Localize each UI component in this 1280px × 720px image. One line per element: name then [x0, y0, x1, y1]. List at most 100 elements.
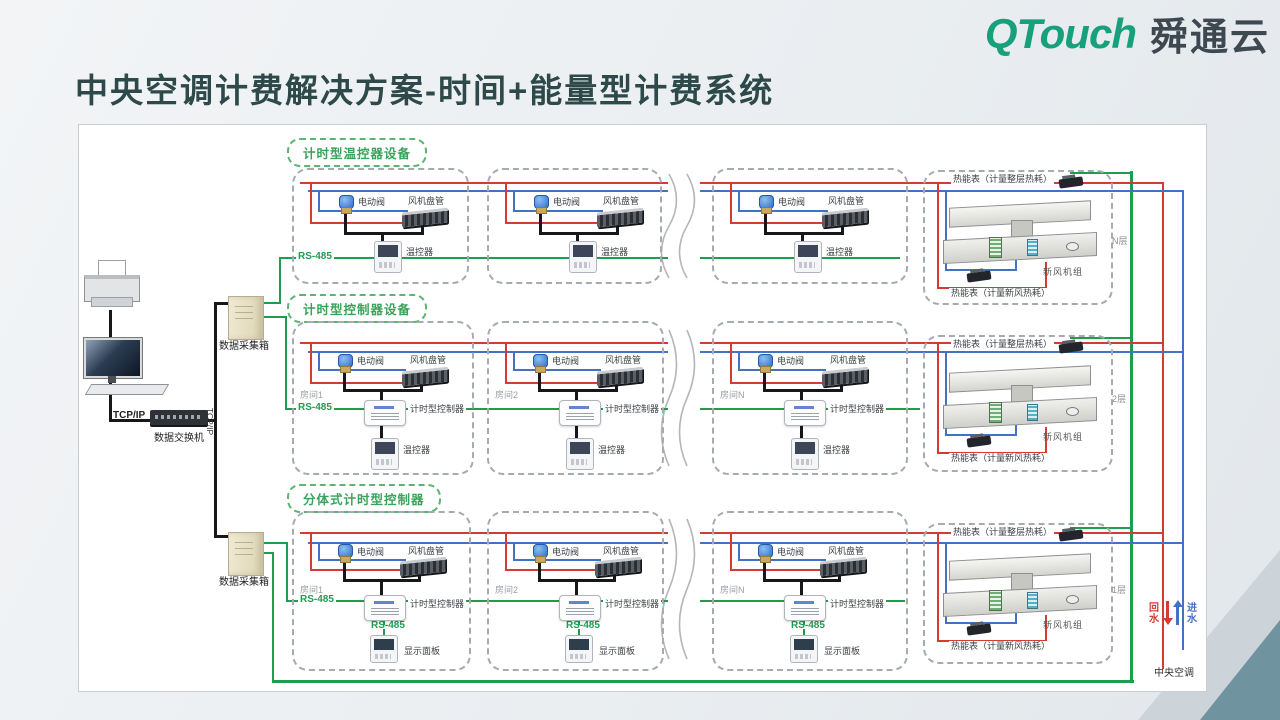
- coil-grille: [1027, 239, 1038, 256]
- network-cable: [214, 535, 231, 538]
- logo-cn: 舜通云: [1149, 17, 1270, 59]
- wire: [763, 389, 843, 392]
- wire: [575, 581, 578, 597]
- pipe: [1045, 262, 1047, 289]
- room-unit: 电动阀 风机盘管 温控器: [292, 168, 469, 284]
- rs485-riser: [1130, 171, 1133, 682]
- floor-name: 1层: [1112, 585, 1127, 595]
- fan: [1066, 595, 1079, 604]
- pipe-blue: [700, 351, 1183, 353]
- room-unit: 电动阀 风机盘管 温控器: [487, 168, 662, 284]
- supply-arrow-shaft: [1176, 606, 1179, 625]
- wire: [538, 579, 616, 582]
- rs485-label: RS-485: [298, 594, 336, 605]
- rs485-label: RS-485: [789, 620, 827, 631]
- return-arrow-shaft: [1166, 601, 1169, 619]
- coil-grille: [989, 237, 1002, 258]
- pipe: [945, 353, 947, 434]
- display-panel-icon: [565, 635, 593, 663]
- pipe: [310, 569, 406, 571]
- rs485-bus: [280, 257, 668, 259]
- wire: [763, 561, 766, 581]
- fan-coil-label: 风机盘管: [410, 355, 447, 365]
- wire: [380, 424, 383, 439]
- floor-name: 2层: [1112, 394, 1127, 404]
- valve-label: 电动阀: [777, 547, 805, 557]
- wire: [800, 581, 803, 597]
- heat-meter-fresh-label: 热能表（计量新风热耗）: [949, 288, 1053, 299]
- monitor-stand: [108, 376, 116, 383]
- fan: [1066, 242, 1079, 251]
- pipe: [513, 192, 515, 212]
- wire: [616, 223, 619, 234]
- wire: [343, 561, 346, 581]
- room-unit: 电动阀 风机盘管 房间1 计时型控制器 温控器: [292, 321, 474, 475]
- wire: [344, 213, 347, 234]
- coil-grille: [989, 402, 1002, 423]
- thermostat-label: 温控器: [406, 247, 434, 257]
- pipe: [945, 544, 947, 622]
- rs485-stub: [262, 552, 273, 554]
- room-label: 房间N: [720, 585, 745, 595]
- rs485-label: RS-485: [296, 251, 334, 262]
- wire: [576, 234, 579, 243]
- rs485-bottom-bus: [272, 680, 1134, 683]
- wire: [344, 232, 424, 235]
- thermostat-label: 温控器: [598, 445, 626, 455]
- pipe: [505, 344, 507, 384]
- valve-label: 电动阀: [357, 547, 385, 557]
- pipe: [937, 534, 939, 642]
- pipe: [730, 344, 732, 384]
- fan: [1066, 407, 1079, 416]
- rs485-stub: [262, 542, 287, 544]
- section-label-controller-devices: 计时型控制器设备: [287, 294, 428, 323]
- rs485-vert: [286, 542, 288, 602]
- data-collector-box-icon: [228, 532, 264, 576]
- pipe: [310, 382, 408, 384]
- data-collector-label: 数据采集箱: [219, 577, 269, 588]
- rs485-drop: [578, 619, 580, 635]
- wire: [840, 382, 843, 391]
- pipe-red: [300, 342, 668, 344]
- pipe-blue: [700, 190, 1183, 192]
- pipe: [730, 382, 828, 384]
- supply-arrow-head: [1173, 600, 1183, 607]
- timing-controller-icon: [559, 400, 601, 426]
- fan-coil-label: 风机盘管: [408, 196, 445, 206]
- pipe: [1015, 613, 1017, 624]
- controller-label: 计时型控制器: [603, 599, 662, 610]
- electric-valve-icon: [534, 195, 549, 214]
- page-title: 中央空调计费解决方案-时间+能量型计费系统: [75, 72, 775, 109]
- central-ac-label: 中央空调: [1154, 668, 1194, 679]
- floor-unit: 热能表（计量整层热耗） 新风机组 热能表（计量新风热耗）: [923, 170, 1113, 305]
- fan-coil-icon: [402, 207, 448, 228]
- pipe: [505, 534, 507, 571]
- wire: [801, 234, 804, 243]
- timing-controller-icon: [784, 400, 826, 426]
- network-switch-icon: [150, 410, 208, 425]
- timing-controller-icon: [559, 595, 601, 621]
- heat-meter-icon: [966, 623, 992, 636]
- rs485-drop: [803, 619, 805, 635]
- data-collector-box-icon: [228, 296, 264, 340]
- pipe-blue: [700, 542, 1183, 544]
- floor-unit: 热能表（计量整层热耗） 新风机组 热能表（计量新风热耗）: [923, 335, 1113, 472]
- pipe: [738, 192, 740, 212]
- rs485-stub: [262, 302, 281, 304]
- return-water-label: 回水: [1149, 603, 1159, 625]
- valve-label: 电动阀: [777, 356, 805, 366]
- fan-coil-label: 风机盘管: [828, 196, 865, 206]
- fan-coil-icon: [597, 207, 643, 228]
- heat-meter-fresh-label: 热能表（计量新风热耗）: [949, 453, 1053, 464]
- network-cable: [109, 419, 152, 422]
- fan-coil-icon: [822, 207, 868, 228]
- fresh-air-unit-label: 新风机组: [1043, 267, 1084, 277]
- wire: [343, 579, 421, 582]
- pipe: [505, 184, 507, 224]
- rs485-vert: [272, 552, 274, 682]
- heat-meter-fresh-label: 热能表（计量新风热耗）: [949, 641, 1053, 652]
- wire: [538, 561, 541, 581]
- wire: [421, 223, 424, 234]
- heat-meter-icon: [1058, 341, 1084, 354]
- room-label: 房间1: [300, 390, 324, 400]
